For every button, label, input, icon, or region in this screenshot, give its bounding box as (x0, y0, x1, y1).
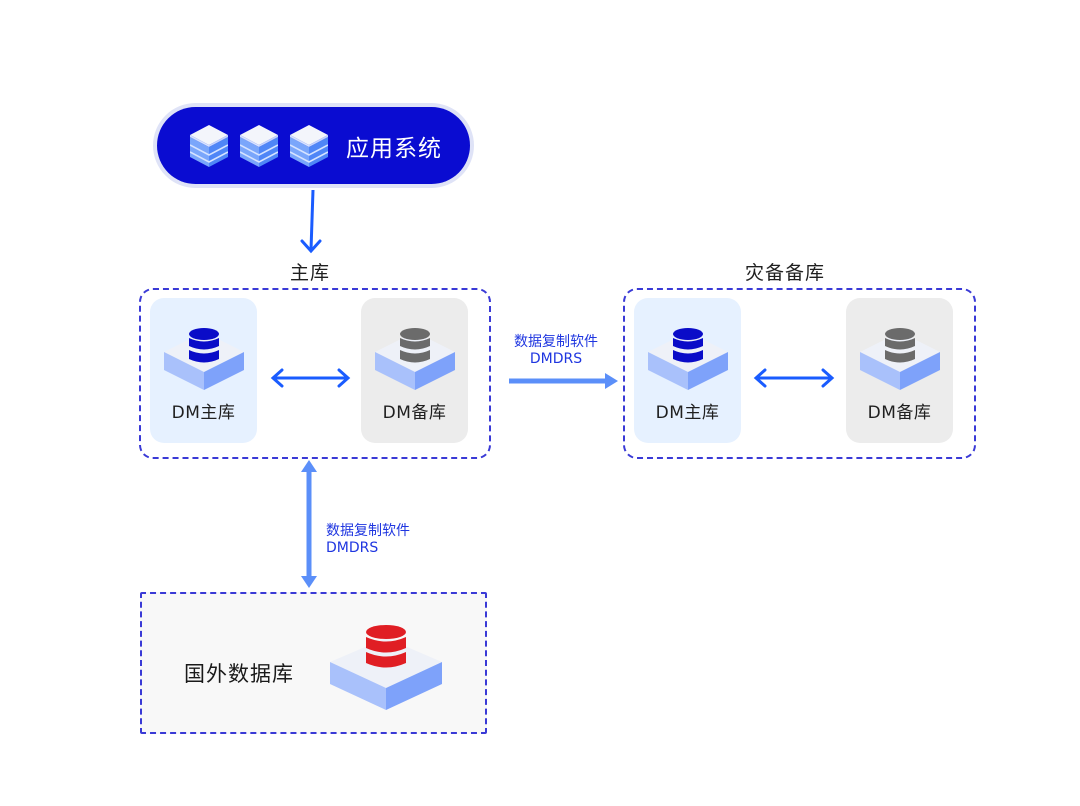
dr-standby-db-node[interactable]: DM备库 (846, 298, 953, 443)
primary-group-title: 主库 (290, 262, 331, 284)
arrow-app-to-primary (300, 189, 322, 254)
dr-group-title: 灾备备库 (745, 262, 826, 284)
database-icon (375, 328, 455, 392)
primary-group-box (139, 288, 491, 459)
dr-group-box (623, 288, 976, 459)
primary-db-node[interactable]: DM主库 (150, 298, 257, 443)
node-label: DM备库 (867, 403, 932, 423)
arrow-primary-to-foreign (301, 460, 317, 588)
edge-label-to-foreign: 数据复制软件 DMDRS (326, 523, 410, 557)
foreign-db-label: 国外数据库 (184, 662, 294, 686)
edge-label-to-dr: 数据复制软件 DMDRS (514, 334, 598, 368)
standby-db-node[interactable]: DM备库 (361, 298, 468, 443)
node-label: DM主库 (171, 403, 236, 423)
dr-primary-db-node[interactable]: DM主库 (634, 298, 741, 443)
database-icon (860, 328, 940, 392)
arrow-primary-to-dr (509, 373, 618, 389)
node-label: DM主库 (655, 403, 720, 423)
database-icon (648, 328, 728, 392)
node-label: DM备库 (382, 403, 447, 423)
layer-stack-icon (240, 123, 278, 169)
edge-label-line1: 数据复制软件 (326, 523, 410, 539)
database-icon (330, 625, 442, 710)
app-system-label: 应用系统 (346, 135, 442, 162)
layer-stack-icon (290, 123, 328, 169)
edge-label-line2: DMDRS (529, 351, 583, 367)
database-icon (164, 328, 244, 392)
app-system-node[interactable]: 应用系统 (157, 107, 470, 184)
layer-stack-icon (190, 123, 228, 169)
edge-label-line2: DMDRS (326, 540, 379, 556)
edge-label-line1: 数据复制软件 (514, 334, 598, 350)
